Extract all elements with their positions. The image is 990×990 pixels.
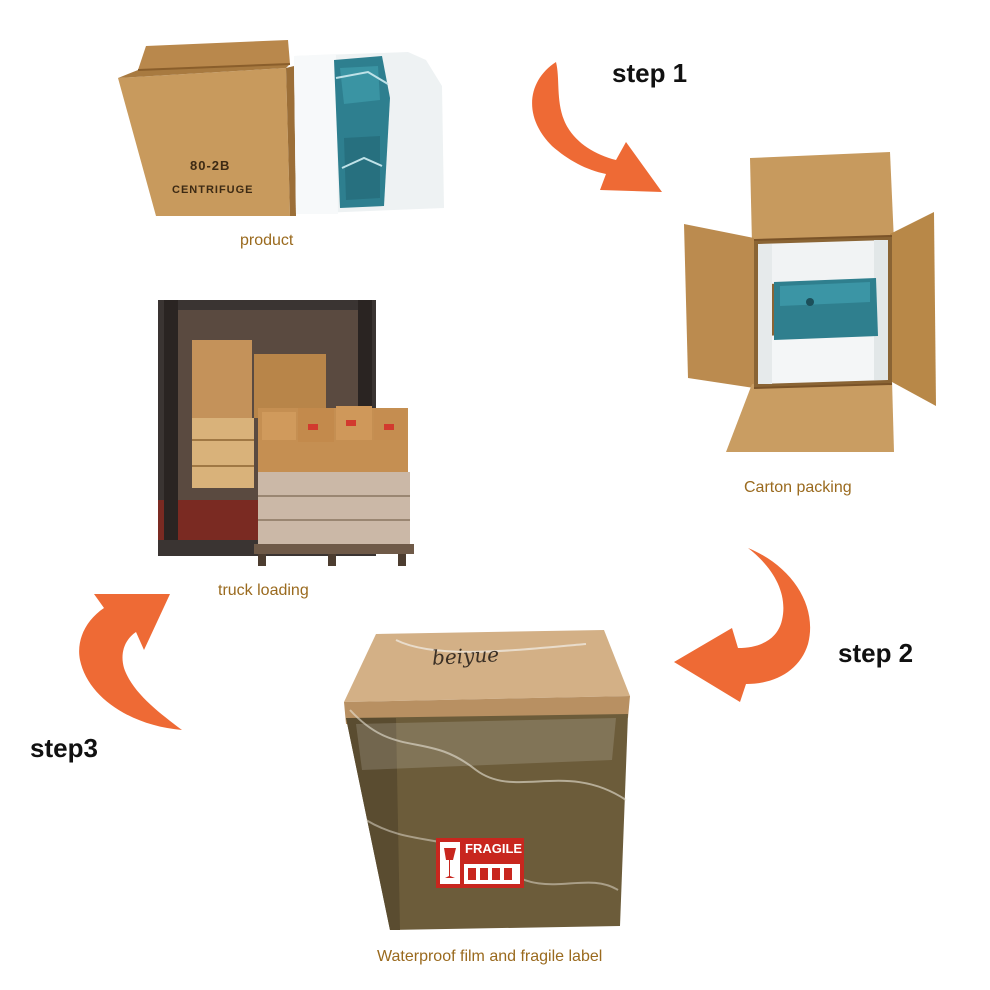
handwritten-note: beiyue [431, 642, 500, 670]
caption-carton-packing: Carton packing [744, 479, 852, 496]
caption-truck-loading: truck loading [218, 582, 309, 599]
step-1-label: step 1 [612, 58, 688, 88]
curved-arrow-icon [672, 544, 822, 704]
box-product-name: CENTRIFUGE [172, 184, 254, 196]
fragile-label-text: FRAGILE [465, 841, 523, 856]
waterproof-film-photo: FRAGILE beiyue [336, 620, 636, 936]
carton-packing-photo [680, 152, 938, 458]
curved-arrow-icon [72, 588, 190, 734]
step-2-label: step 2 [838, 638, 914, 668]
caption-waterproof-film: Waterproof film and fragile label [377, 948, 603, 965]
caption-product: product [240, 232, 294, 249]
truck-loading-photo [158, 300, 414, 572]
product-photo: 80-2B CENTRIFUGE [108, 38, 453, 218]
step-3-label: step3 [30, 733, 98, 763]
box-model-label: 80-2B [190, 158, 231, 173]
curved-arrow-icon [520, 58, 670, 198]
